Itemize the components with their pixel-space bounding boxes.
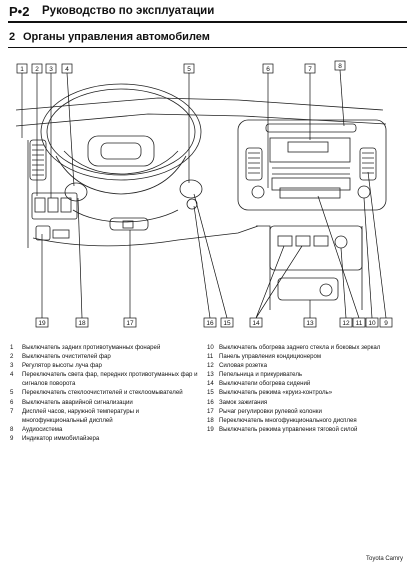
svg-text:11: 11	[356, 320, 363, 327]
svg-text:15: 15	[223, 320, 231, 327]
section-heading: 2 Органы управления автомобилем	[9, 31, 210, 43]
svg-text:13: 13	[306, 320, 314, 327]
callout-1: 1	[16, 63, 28, 138]
svg-text:19: 19	[38, 320, 46, 327]
svg-text:1: 1	[20, 66, 24, 73]
callout-19: 19	[35, 234, 49, 328]
dashboard-illustration: 1 2 3 4 5 6 7 8 19 18 17 16 15 14 13 12 …	[15, 60, 393, 328]
section-divider	[8, 47, 407, 48]
callout-17: 17	[123, 230, 137, 328]
callout-3: 3	[45, 63, 57, 198]
callout-7: 7	[304, 63, 316, 140]
svg-text:5: 5	[187, 66, 191, 73]
book-title: Руководство по эксплуатации	[42, 5, 215, 17]
section-number: 2	[9, 31, 16, 43]
callout-13: 13	[303, 300, 317, 328]
svg-text:7: 7	[308, 66, 312, 73]
callout-5: 5	[183, 63, 195, 183]
callout-8: 8	[334, 60, 346, 127]
svg-text:6: 6	[266, 66, 270, 73]
page-header: P•2 Руководство по эксплуатации	[0, 0, 415, 23]
section-title: Органы управления автомобилем	[23, 31, 210, 43]
callout-6: 6	[262, 63, 274, 188]
callout-4: 4	[61, 63, 75, 187]
callout-9: 9	[367, 171, 393, 328]
svg-text:18: 18	[78, 320, 86, 327]
svg-text:4: 4	[65, 66, 69, 73]
header-divider	[8, 21, 407, 23]
svg-text:12: 12	[342, 320, 350, 327]
page-number: P•2	[9, 4, 30, 19]
callout-2: 2	[31, 63, 43, 196]
callout-14: 14	[249, 245, 303, 328]
footer-model: Toyota Camry	[365, 556, 403, 562]
callout-10: 10	[363, 197, 379, 328]
callout-18: 18	[75, 197, 89, 328]
svg-text:17: 17	[126, 320, 134, 327]
svg-text:14: 14	[252, 320, 260, 327]
callout-16: 16	[193, 205, 217, 328]
svg-text:16: 16	[206, 320, 214, 327]
svg-text:8: 8	[338, 63, 342, 70]
callout-12: 12	[339, 247, 353, 328]
svg-text:3: 3	[49, 66, 53, 73]
callout-11: 11	[317, 195, 366, 328]
callout-15: 15	[193, 193, 234, 328]
svg-text:10: 10	[368, 320, 376, 327]
svg-text:9: 9	[384, 320, 388, 327]
svg-text:2: 2	[35, 66, 39, 73]
